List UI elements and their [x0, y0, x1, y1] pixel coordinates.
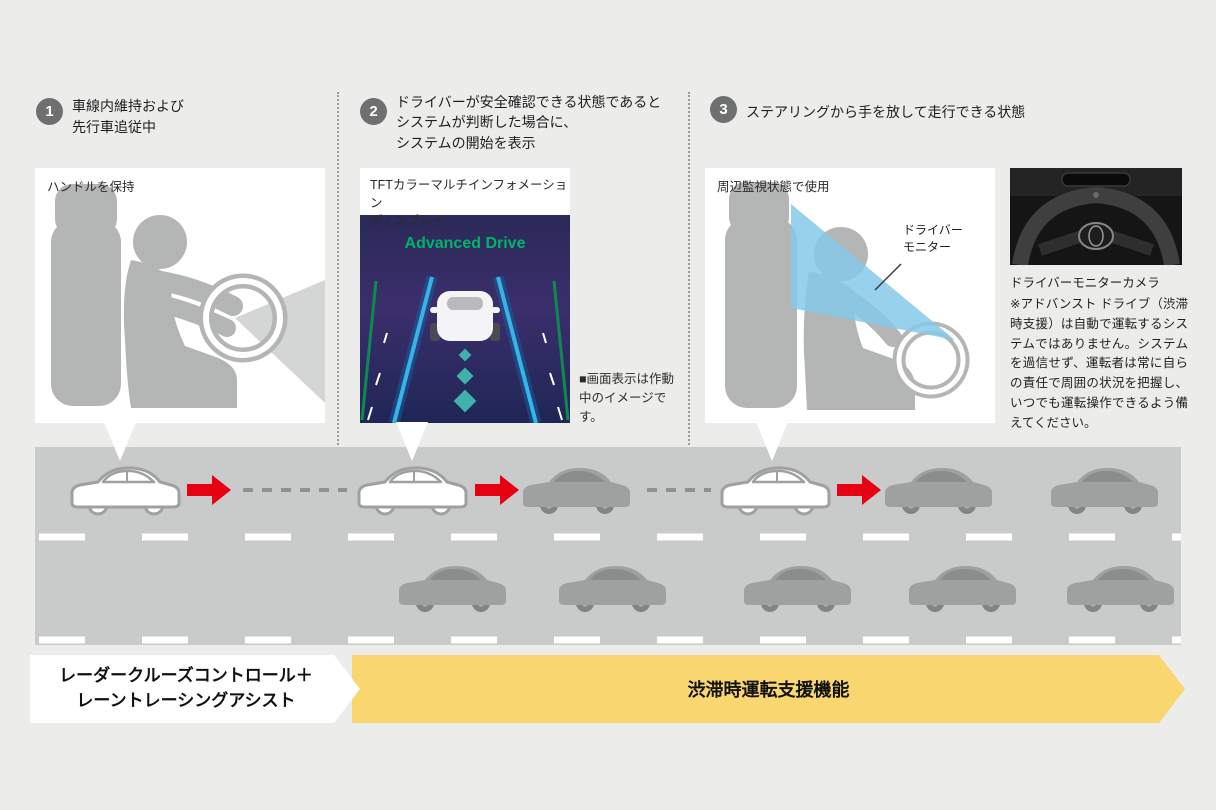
- banner-right-label: 渋滞時運転支援機能: [687, 680, 850, 700]
- car-rear-window: [447, 297, 483, 310]
- banner-radar-cruise: レーダークルーズコントロール＋ レーントレーシングアシスト: [30, 655, 360, 723]
- own-car-scene-3: [720, 466, 831, 516]
- camera-caption: ドライバーモニターカメラ: [1010, 276, 1160, 290]
- driver-arm-upper: [145, 270, 243, 316]
- road-graphic: [39, 466, 1181, 644]
- driver-monitored-illustration: [725, 182, 970, 410]
- banner-left-line-2: レーントレーシングアシスト: [76, 691, 296, 710]
- driver-head: [133, 215, 187, 269]
- forward-arrow-3: [837, 475, 881, 505]
- panel-1-label: ハンドルを保持: [47, 180, 135, 194]
- step-3-line-1: ステアリングから手を放して走行できる状態: [746, 104, 1026, 120]
- dash-vent: [1061, 172, 1131, 187]
- monitor-label-line: [874, 263, 902, 291]
- step-3-number: 3: [710, 96, 737, 123]
- driver-monitor-camera-photo: [1010, 168, 1182, 265]
- driver-monitor-cone: [791, 204, 955, 340]
- lead-car-scene-3a: [885, 468, 992, 514]
- traffic-car-5: [1067, 566, 1174, 612]
- forward-arrow-2: [475, 475, 519, 505]
- advanced-drive-title: Advanced Drive: [405, 235, 526, 252]
- camera-lens: [1093, 192, 1099, 198]
- step-1-line-2: 先行車追従中: [72, 119, 156, 135]
- panel-2-label: TFTカラーマルチインフォメーション ディスプレイ: [370, 178, 568, 229]
- own-car-scene-1: [70, 466, 181, 516]
- screen-image-note: ■画面表示は作動中のイメージです。: [579, 372, 675, 424]
- step-2-line-3: システムの開始を表示: [396, 134, 536, 151]
- lane-line-left: [392, 276, 434, 423]
- driver-holding-wheel-illustration: [51, 184, 325, 408]
- steering-wheel-rim: [896, 325, 966, 395]
- panel-tft-display: TFTカラーマルチインフォメーション ディスプレイ: [360, 168, 570, 423]
- panel-3-pointer: [756, 422, 788, 461]
- step-2-text: ドライバーが安全確認できる状態であると システムが判断した場合に、 システムの開…: [396, 92, 661, 153]
- lead-car-scene-3b: [1051, 468, 1158, 514]
- road-strip: [35, 447, 1181, 645]
- seat-shape: [725, 218, 797, 408]
- step-1-text: 車線内維持および 先行車追従中: [72, 96, 184, 138]
- road-edge-right: [552, 280, 570, 421]
- step-2-line-1: ドライバーが安全確認できる状態であると: [396, 94, 662, 110]
- section-divider-1: [337, 92, 339, 644]
- section-divider-2: [688, 92, 690, 644]
- driver-monitor-label: ドライバー モニター: [903, 223, 963, 255]
- step-2-line-2: システムが判断した場合に、: [396, 114, 578, 131]
- panel-3-label: 周辺監視状態で使用: [717, 180, 830, 194]
- traffic-car-1: [399, 566, 506, 612]
- own-car-scene-2: [357, 466, 468, 516]
- banner-traffic-jam-assist: 渋滞時運転支援機能: [352, 655, 1185, 723]
- step-1-number: 1: [36, 98, 63, 125]
- banner-left-line-1: レーダークルーズコントロール＋: [59, 666, 313, 686]
- steering-wheel-rim: [203, 278, 283, 358]
- step-2-number: 2: [360, 98, 387, 125]
- seat-shape: [51, 220, 121, 406]
- lane-line-right: [496, 276, 538, 423]
- step-3-text: ステアリングから手を放して走行できる状態: [746, 102, 1025, 123]
- panel-hands-off: 周辺監視状態で使用 ドライバー モニター: [705, 168, 995, 423]
- traffic-car-4: [909, 566, 1016, 612]
- step-1-line-1: 車線内維持および: [72, 98, 184, 114]
- panel-hands-on-wheel: ハンドルを保持: [35, 168, 325, 423]
- panel-2-pointer: [396, 422, 428, 461]
- disclaimer-text: ※アドバンスト ドライブ（渋滞時支援）は自動で運転するシステムではありません。シ…: [1010, 297, 1188, 430]
- driver-arm-lower: [144, 293, 236, 337]
- traffic-car-3: [744, 566, 851, 612]
- panel-1-pointer: [104, 422, 136, 461]
- traffic-car-2: [559, 566, 666, 612]
- emblem: [1078, 222, 1114, 250]
- lead-car-scene-2: [523, 468, 630, 514]
- path-diamond: [458, 348, 472, 362]
- road-edge-left: [360, 280, 378, 421]
- forward-arrow-1: [187, 475, 231, 505]
- tft-display-screen: Advanced Drive: [360, 215, 570, 423]
